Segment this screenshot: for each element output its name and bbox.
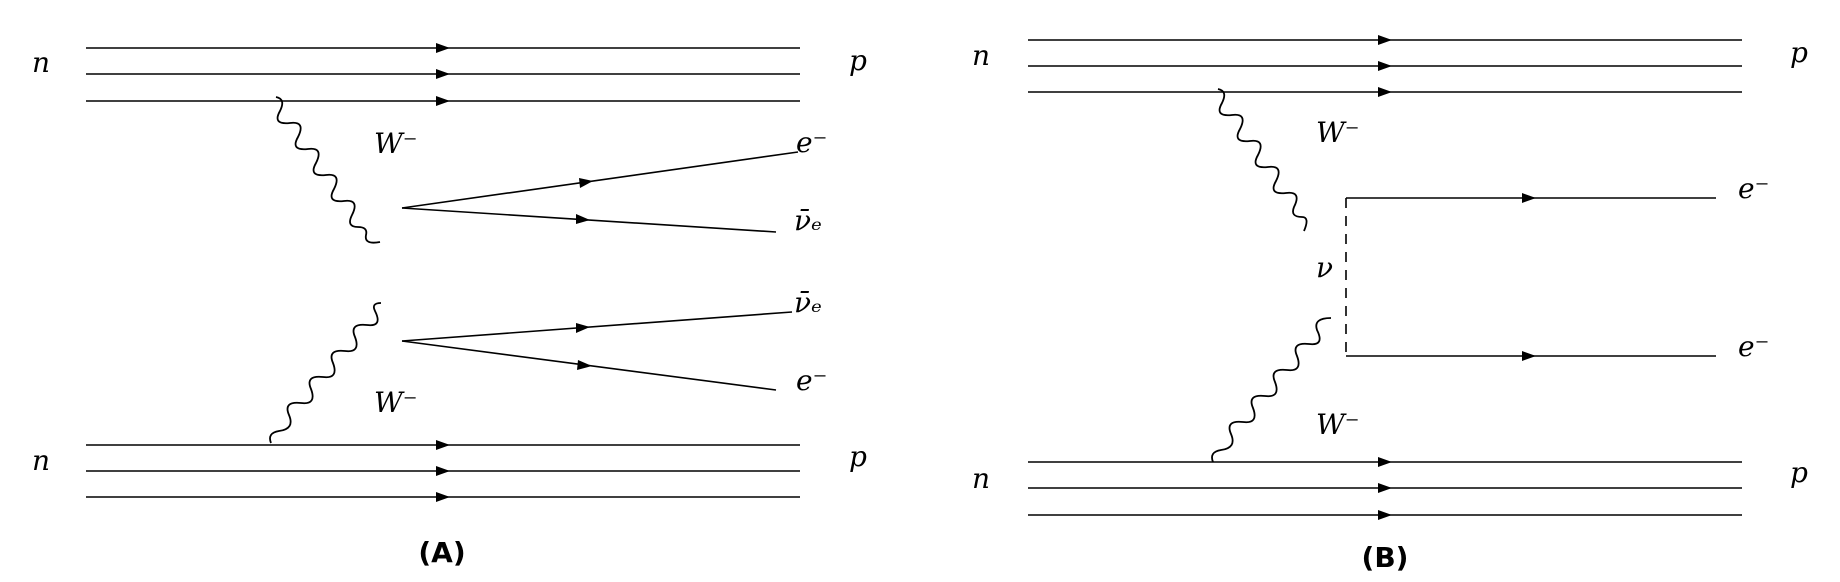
diagram-a-label-p-bottom: p: [849, 440, 867, 473]
diagram-b: n p W⁻ e⁻ ν e⁻ W⁻ n p (B): [972, 35, 1808, 574]
diagram-a-label-e-bottom: e⁻: [796, 364, 827, 397]
diagram-a-label-nubar-top: ν̄ₑ: [794, 204, 822, 237]
diagram-b-top-nucleon: [1028, 35, 1742, 97]
diagram-a-top-leptons: [401, 151, 799, 233]
diagram-b-w-boson-bottom: [1211, 317, 1332, 463]
diagram-a-label-n-top: n: [32, 46, 50, 79]
diagram-a-label-e-top: e⁻: [796, 126, 827, 159]
diagram-a-label-n-bottom: n: [32, 444, 50, 477]
diagram-a-w-boson-bottom: [269, 302, 382, 444]
diagram-b-label-w-bottom: W⁻: [1316, 408, 1360, 441]
diagram-b-electrons: [1346, 193, 1716, 361]
diagram-b-bottom-nucleon: [1028, 457, 1742, 520]
diagram-a-caption: (A): [418, 536, 465, 569]
diagram-a-label-w-top: W⁻: [374, 127, 418, 160]
diagram-a: n p W⁻ e⁻ ν̄ₑ ν̄ₑ e⁻ W⁻ n p (A): [32, 43, 867, 569]
diagram-b-label-n-bottom: n: [972, 462, 990, 495]
diagram-b-label-p-top: p: [1790, 36, 1808, 69]
diagram-b-w-boson-top: [1217, 88, 1308, 232]
diagram-a-label-nubar-bottom: ν̄ₑ: [794, 286, 822, 319]
diagram-b-label-n-top: n: [972, 39, 990, 72]
diagram-a-label-w-bottom: W⁻: [374, 386, 418, 419]
diagram-b-label-p-bottom: p: [1790, 456, 1808, 489]
diagram-b-label-e-top: e⁻: [1738, 172, 1769, 205]
diagram-b-caption: (B): [1362, 541, 1409, 574]
diagram-a-bottom-leptons: [401, 311, 793, 391]
diagram-a-top-nucleon: [86, 43, 800, 106]
diagram-a-bottom-nucleon: [86, 440, 800, 502]
diagram-a-label-p-top: p: [849, 44, 867, 77]
diagram-b-label-w-top: W⁻: [1316, 116, 1360, 149]
diagram-b-label-nu: ν: [1316, 251, 1333, 284]
diagram-a-w-boson-top: [275, 96, 381, 244]
diagram-b-label-e-bottom: e⁻: [1738, 330, 1769, 363]
